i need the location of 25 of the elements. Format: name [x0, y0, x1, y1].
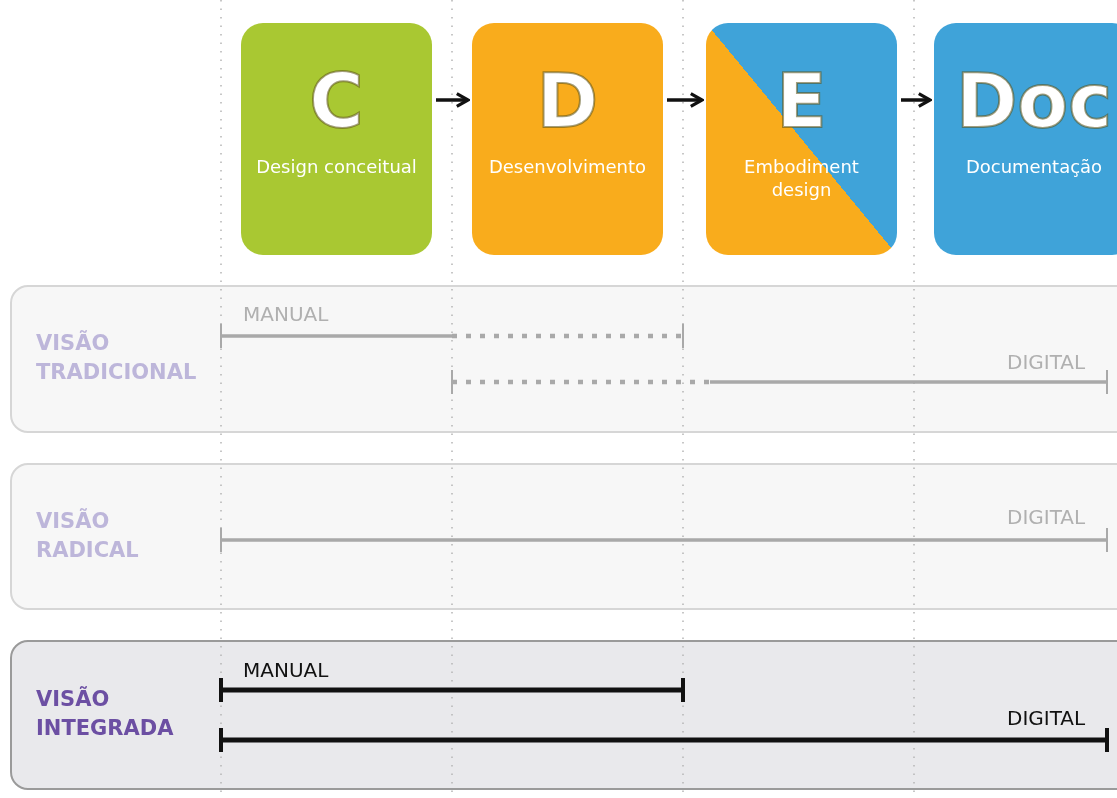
span-label: MANUAL — [243, 658, 329, 682]
band-panel — [10, 463, 1117, 610]
phase-box — [241, 23, 432, 255]
span-label: DIGITAL — [1007, 706, 1086, 730]
phase-letter: D — [536, 61, 599, 141]
phase-name: Design conceitual — [255, 155, 418, 178]
phase-box — [472, 23, 663, 255]
span-label: MANUAL — [243, 302, 329, 326]
band-panel — [10, 285, 1117, 433]
phase-box — [706, 23, 897, 255]
span-label: DIGITAL — [1007, 350, 1086, 374]
phase-letter: Doc — [955, 61, 1113, 141]
band-title: VISÃO RADICAL — [36, 507, 140, 564]
phase-box — [934, 23, 1117, 255]
phase-name: Documentação — [964, 155, 1104, 178]
arrow — [436, 92, 470, 108]
phase-letter: C — [309, 61, 364, 141]
arrow — [901, 92, 932, 108]
span-label: DIGITAL — [1007, 505, 1086, 529]
phase-name: Desenvolvimento — [487, 155, 648, 178]
band-panel — [10, 640, 1117, 790]
band-title: VISÃO INTEGRADA — [36, 685, 175, 742]
band-title: VISÃO TRADICIONAL — [36, 329, 198, 386]
arrow — [667, 92, 704, 108]
phase-letter: E — [776, 61, 827, 141]
